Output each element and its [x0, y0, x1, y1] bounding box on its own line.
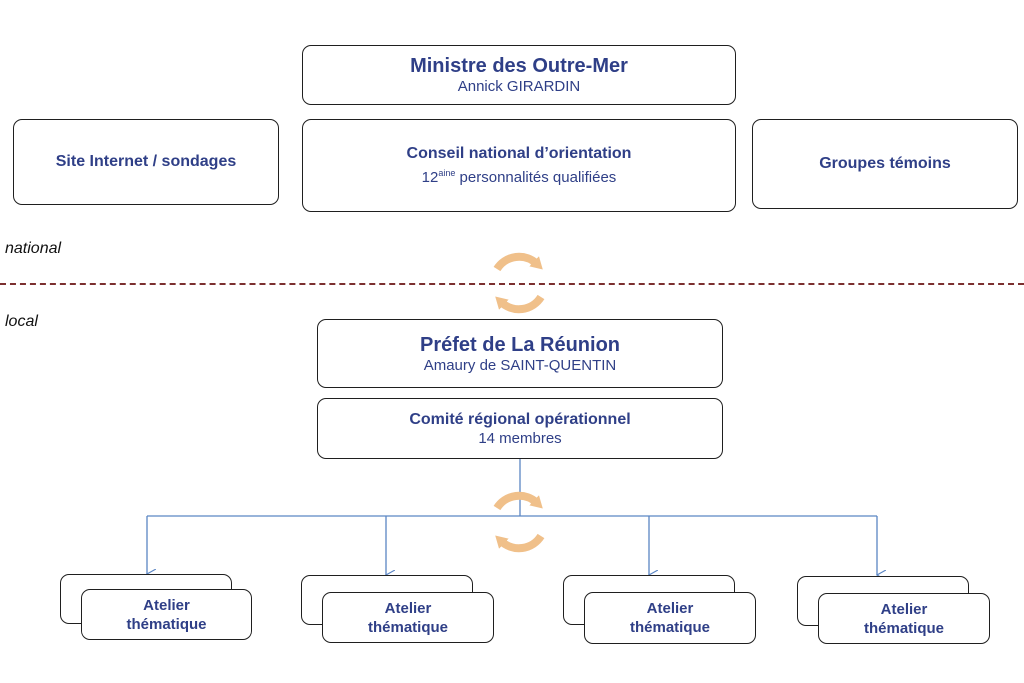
atelier-3-line1: Atelier: [646, 600, 694, 617]
conseil-box: Conseil national d’orientation 12aine pe…: [302, 119, 736, 212]
national-local-divider: [0, 283, 1024, 285]
prefet-title: Préfet de La Réunion: [419, 333, 621, 356]
region-label-national: national: [5, 240, 62, 257]
conseil-members-text: personnalités qualifiées: [455, 169, 617, 186]
comite-title: Comité régional opérationnel: [409, 410, 631, 428]
atelier-card-4: Atelier thématique: [818, 593, 990, 644]
cycle-arrows-icon: [493, 252, 545, 314]
prefet-box: Préfet de La Réunion Amaury de SAINT-QUE…: [317, 319, 723, 388]
atelier-4-line2: thématique: [863, 619, 944, 637]
conseil-count-suffix: aine: [438, 168, 456, 178]
region-label-local: local: [5, 313, 38, 330]
atelier-3-line2: thématique: [629, 619, 710, 636]
site-internet-box: Site Internet / sondages: [13, 119, 279, 205]
prefet-name: Amaury de SAINT-QUENTIN: [423, 356, 617, 374]
conseil-title: Conseil national d’orientation: [406, 145, 632, 162]
atelier-1-line1: Atelier: [143, 596, 190, 614]
atelier-card-2: Atelier thématique: [322, 592, 494, 643]
connector-lines: [147, 459, 877, 575]
groupes-label: Groupes témoins: [819, 155, 951, 172]
ministre-title: Ministre des Outre-Mer: [410, 55, 628, 77]
cycle-arrows-icon: [493, 491, 545, 553]
atelier-4-line1: Atelier: [880, 600, 928, 618]
atelier-2-line1: Atelier: [384, 599, 432, 617]
ministre-name: Annick GIRARDIN: [457, 78, 581, 95]
atelier-card-1: Atelier thématique: [81, 589, 252, 640]
comite-members: 14 membres: [478, 429, 562, 447]
conseil-subtitle: 12aine personnalités qualifiées: [422, 164, 617, 187]
groupes-box: Groupes témoins: [752, 119, 1018, 209]
conseil-count: 12: [421, 169, 439, 186]
site-internet-label: Site Internet / sondages: [55, 153, 237, 170]
atelier-1-line2: thématique: [126, 615, 207, 633]
ministre-box: Ministre des Outre-Mer Annick GIRARDIN: [302, 45, 736, 105]
atelier-card-3: Atelier thématique: [584, 592, 756, 644]
comite-box: Comité régional opérationnel 14 membres: [317, 398, 723, 459]
atelier-2-line2: thématique: [367, 618, 448, 636]
